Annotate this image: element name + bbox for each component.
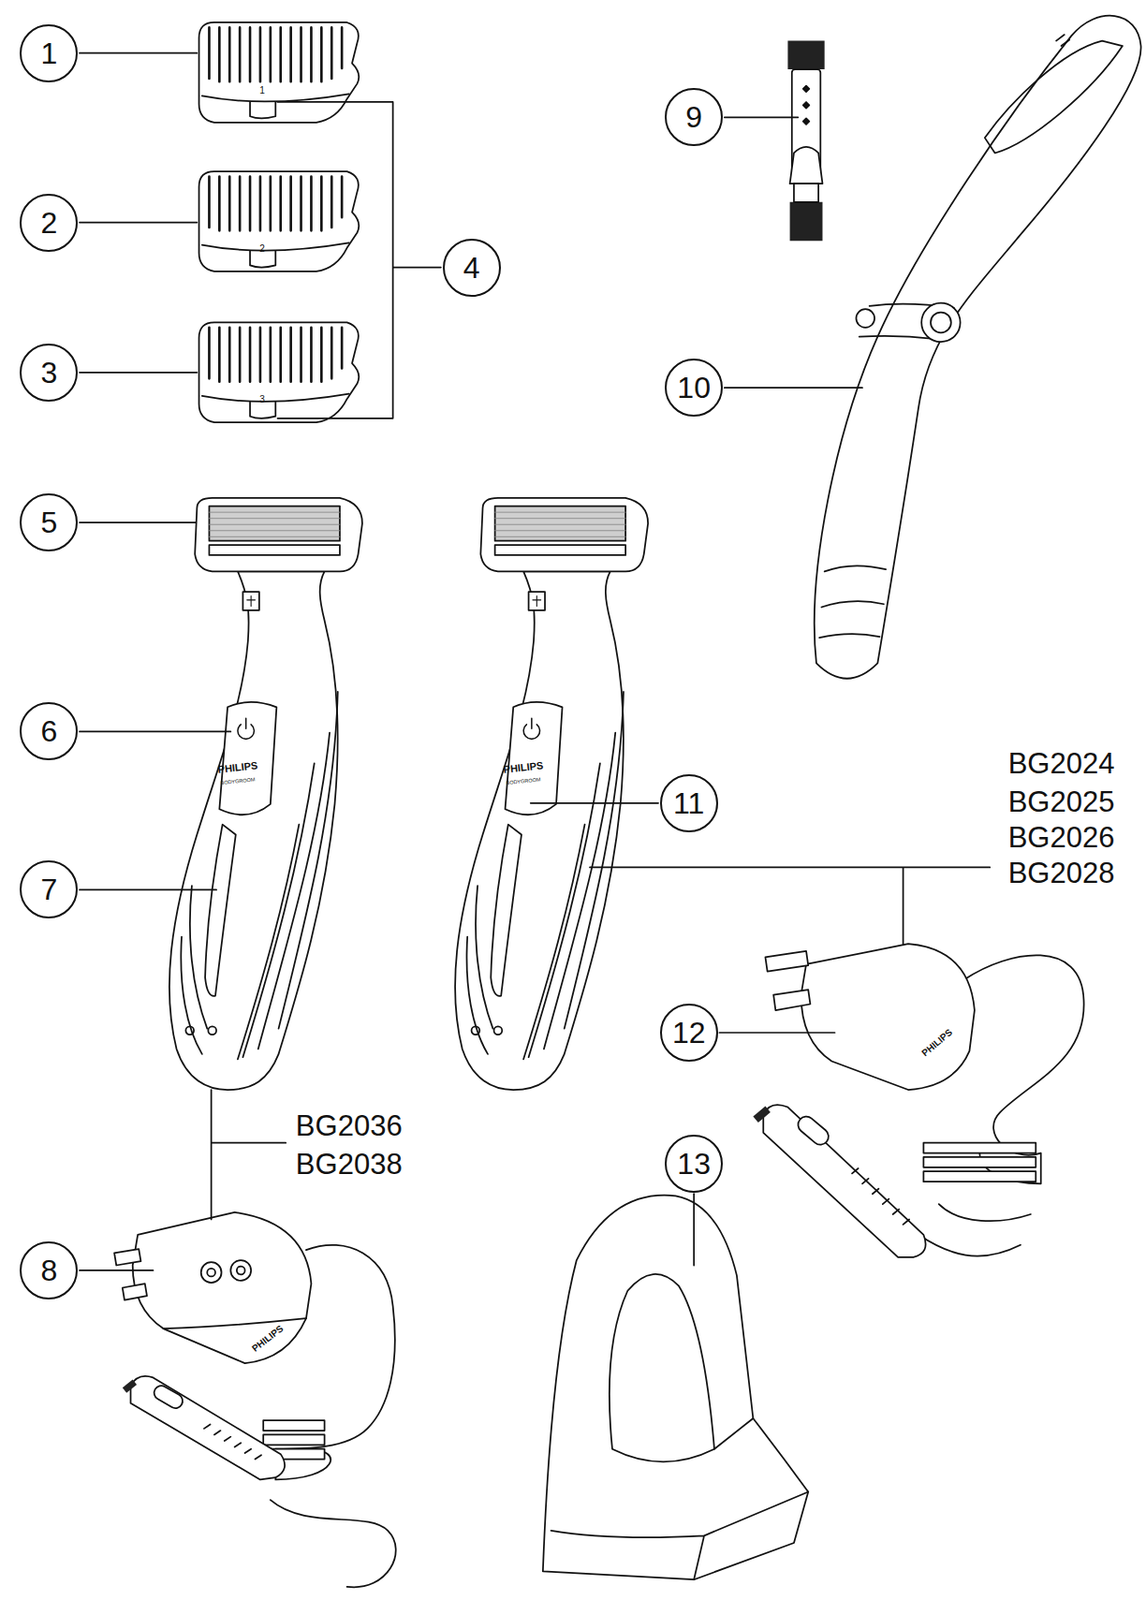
text-label: BG2028 — [1008, 857, 1116, 887]
callout-number: 7 — [40, 874, 58, 905]
callout-number: 6 — [40, 716, 58, 747]
callout-circle: 13 — [664, 1134, 723, 1193]
text-label: 3 — [259, 395, 265, 405]
callout-number: 13 — [676, 1148, 711, 1179]
callout-number: 3 — [40, 357, 58, 388]
callout-circle: 6 — [19, 702, 78, 761]
callout-circle: 9 — [664, 88, 723, 147]
callout-circle: 7 — [19, 860, 78, 919]
callout-circle: 3 — [19, 343, 78, 402]
callout-circle: 1 — [19, 24, 78, 83]
callout-number: 11 — [673, 788, 705, 819]
text-label: BG2036 — [295, 1111, 403, 1141]
callout-number: 1 — [40, 38, 58, 69]
callout-number: 4 — [463, 252, 481, 283]
text-label: BG2024 — [1008, 749, 1116, 779]
text-label: BG2025 — [1008, 786, 1116, 816]
text-label: 2 — [259, 244, 265, 254]
callout-circle: 2 — [19, 193, 78, 252]
callout-number: 8 — [40, 1255, 58, 1286]
text-label: BG2026 — [1008, 822, 1116, 852]
callout-circle: 4 — [442, 238, 501, 297]
callout-circle: 11 — [660, 774, 719, 833]
callout-circle: 10 — [664, 358, 723, 417]
callout-circle: 8 — [19, 1241, 78, 1300]
callout-number: 12 — [672, 1017, 706, 1048]
text-label: BG2038 — [295, 1148, 403, 1178]
callout-circle: 5 — [19, 493, 78, 552]
callout-circle: 12 — [660, 1003, 719, 1062]
callout-number: 2 — [40, 207, 58, 238]
callout-number: 5 — [40, 507, 58, 538]
text-label: 1 — [259, 86, 265, 96]
callout-number: 9 — [685, 102, 703, 133]
callout-number: 10 — [676, 372, 711, 403]
